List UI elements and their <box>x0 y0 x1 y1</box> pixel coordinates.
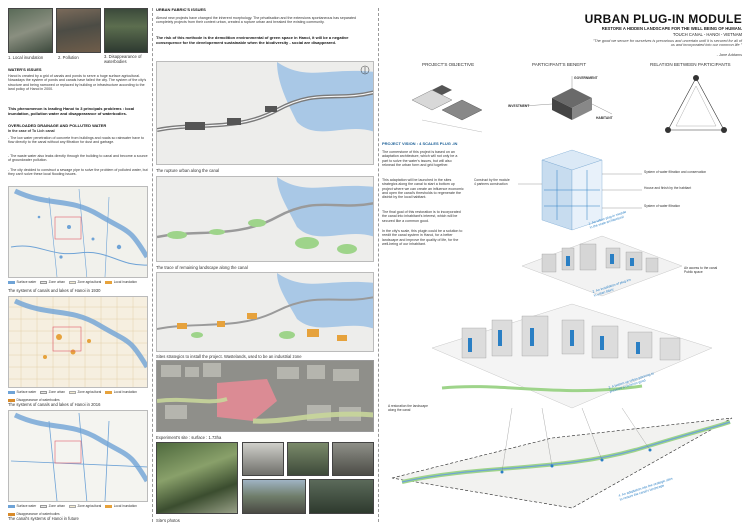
map-caption-rupture: The rupture urban along the canal <box>156 168 220 173</box>
site-photos-caption: Site's photos <box>156 518 180 523</box>
photo-caption-2: 2. Pollution <box>58 55 79 60</box>
main-quote-author: - Jane Addams <box>716 53 742 57</box>
overload-sub: In the case of To Lich canal <box>8 129 55 133</box>
map-caption-sites: Sites strategics to install the project.… <box>156 354 302 359</box>
axonometric-bottom-up <box>422 298 722 428</box>
main-title: URBAN PLUG-IN MODULE <box>584 12 742 26</box>
vision-paragraph-1: The cornerstone of this project is based… <box>382 150 458 167</box>
vision-title: PROJECT VISION : 4 SCALES PLUG -IN <box>382 141 458 146</box>
map-caption-landscape: The trace of remaining landscape along t… <box>156 265 248 270</box>
map-legend-2016: Surface water Zone urban Zone agricultur… <box>8 390 148 402</box>
vision-paragraph-3: The final goal of this restoration is to… <box>382 210 461 223</box>
overload-point-2: - The waste water also leaks directly th… <box>8 154 148 163</box>
left-column: 1. Local inundation 2. Pollution 3. Disa… <box>8 8 148 524</box>
header-relation: RELATION BETWEEN PARTICIPANTS <box>650 62 731 67</box>
photo-caption-1: 1. Local inundation <box>8 55 44 60</box>
main-location: TOUCH CANAL - HANOI - VIETNAM <box>672 32 742 37</box>
map-remaining-landscape <box>156 176 374 262</box>
photo-pollution <box>56 8 101 53</box>
axonometric-urban-fabric <box>512 226 692 306</box>
site-photo-1 <box>156 442 238 514</box>
map-caption-2016: The systems of canals and lakes of Hanoi… <box>8 402 101 407</box>
middle-column: URBAN FABRIC'S ISSUES Almost new project… <box>156 7 374 524</box>
divider-middle <box>378 8 379 522</box>
vision-paragraph-4: In the city's scale, this plugin could b… <box>382 229 463 246</box>
objective-diagram <box>402 70 502 140</box>
map-legend-1930: Surface water Zone urban Zone agricultur… <box>8 280 148 284</box>
annotation-construct: Construct by the module 4 partners const… <box>474 178 510 186</box>
map-canals-2016 <box>8 296 148 388</box>
main-subtitle: RESTORE A HIDDEN LANDSCAPE FOR THE WELL … <box>601 26 742 31</box>
site-photo-4 <box>332 442 374 476</box>
map-caption-1930: The systems of canals and lakes of Hanoi… <box>8 288 101 293</box>
annotation-filtration: System of water filtration and conservat… <box>644 170 707 174</box>
water-issues-title: WATER'S ISSUES <box>8 67 42 72</box>
urban-fabric-title: URBAN FABRIC'S ISSUES <box>156 7 206 12</box>
urban-fabric-intro: Almost new projects have changed the inh… <box>156 16 357 25</box>
map-sites-strategics <box>156 272 374 352</box>
axonometric-module <box>482 140 732 250</box>
site-caption: Experiment's site : surface : 1.73ha <box>156 435 222 440</box>
axonometric-canal-landscape <box>382 407 742 524</box>
benefit-diagram <box>512 68 632 142</box>
vision-paragraph-2: This adaptation will be launched in the … <box>382 178 464 200</box>
right-column: URBAN PLUG-IN MODULE RESTORE A HIDDEN LA… <box>382 8 742 524</box>
main-quote: "The good we secure for ourselves is pre… <box>592 39 742 48</box>
site-photo-5 <box>242 479 306 514</box>
site-aerial-view <box>156 360 374 432</box>
map-legend-future: Surface water Zone urban Zone agricultur… <box>8 504 148 516</box>
annotation-access: Air access to the canal Public space <box>684 266 718 274</box>
map-caption-future: The canal's systems of Hanoi in future <box>8 516 79 521</box>
photo-disappearance <box>104 8 148 53</box>
participant-government: GOVERNMENT <box>574 76 598 80</box>
participant-habitant: HABITANT <box>596 116 613 120</box>
annotation-water-filtration: System of water filtration <box>644 204 681 208</box>
phenomenon-text: This phenomenon is leading Hanoi to 3 pr… <box>8 106 135 116</box>
photo-local-inundation <box>8 8 53 53</box>
map-canals-1930 <box>8 186 148 278</box>
water-issues-text: Hanoi is created by a grid of canals and… <box>8 74 147 91</box>
photo-caption-3: 3. Disappearance of waterbodies <box>104 54 142 64</box>
divider-left <box>152 8 153 522</box>
map-canals-future <box>8 410 148 502</box>
participant-investment: INVESTMENT <box>508 104 530 108</box>
header-objective: PROJECT'S OBJECTIVE <box>422 62 475 67</box>
site-photo-2 <box>242 442 284 476</box>
annotation-restoration: A restoration the landscape along the ca… <box>388 404 428 412</box>
site-photo-3 <box>287 442 329 476</box>
site-photo-6 <box>309 479 374 514</box>
urban-fabric-risk: The risk of this methode is the demoliti… <box>156 35 349 45</box>
annotation-habitant-house: House and finish by the habitant <box>644 186 692 190</box>
relation-diagram <box>660 70 732 140</box>
overload-point-3: - The city decided to construct a sewage… <box>8 168 148 177</box>
overload-title: OVERLOADED DRAINAGE AND POLLUTED WATER <box>8 123 107 128</box>
overload-point-1: - The low water penetration of concrete … <box>8 136 144 145</box>
map-rupture-urban <box>156 61 374 165</box>
header-benefit: PARTICIPANT'S BENEFIT <box>532 62 587 67</box>
